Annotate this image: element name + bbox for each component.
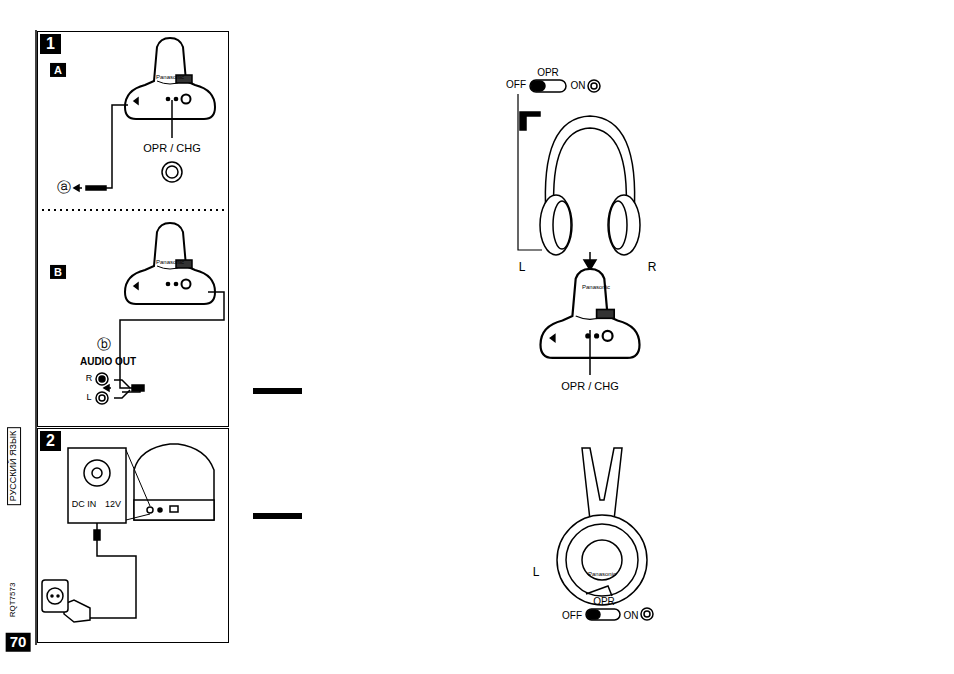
indicator-label: OPR / CHG <box>143 142 200 154</box>
brand-logo: Panasonic <box>156 74 184 81</box>
jack-label: DC IN <box>72 500 97 510</box>
panel-letter: A <box>50 63 66 77</box>
panel-letter: B <box>50 265 66 279</box>
channel-label: R <box>86 374 93 384</box>
section-panel: 2 <box>37 428 229 643</box>
switch-label: OPR <box>593 596 615 607</box>
voltage-label: 12V <box>105 500 121 510</box>
brand-logo: Panasonic <box>156 259 184 266</box>
callout-letter: ⓐ <box>57 180 71 195</box>
brand-logo: Panasonic <box>582 284 610 291</box>
switch-label: ON <box>571 80 586 91</box>
switch-label: OPR <box>537 67 559 78</box>
step-number: 1 <box>40 34 61 54</box>
callout-letter: ⓑ <box>97 337 111 352</box>
step-number: 2 <box>40 431 61 451</box>
side-label: L <box>533 566 540 579</box>
side-label: R <box>648 261 657 274</box>
language-tab: РУССКИЙ ЯЗЫК <box>7 427 21 505</box>
indicator-label: OPR / CHG <box>561 380 618 392</box>
switch-label: ON <box>624 610 639 621</box>
document-code: RQT7573 <box>9 583 18 618</box>
switch-label: OFF <box>506 79 526 90</box>
jack-label: AUDIO OUT <box>80 356 136 367</box>
side-label: L <box>519 261 526 274</box>
channel-label: L <box>86 393 91 403</box>
brand-logo: Panasonic <box>588 571 616 578</box>
switch-label: OFF <box>562 610 582 621</box>
section-panel: 1 <box>37 31 229 427</box>
page-number: 70 <box>6 633 31 652</box>
